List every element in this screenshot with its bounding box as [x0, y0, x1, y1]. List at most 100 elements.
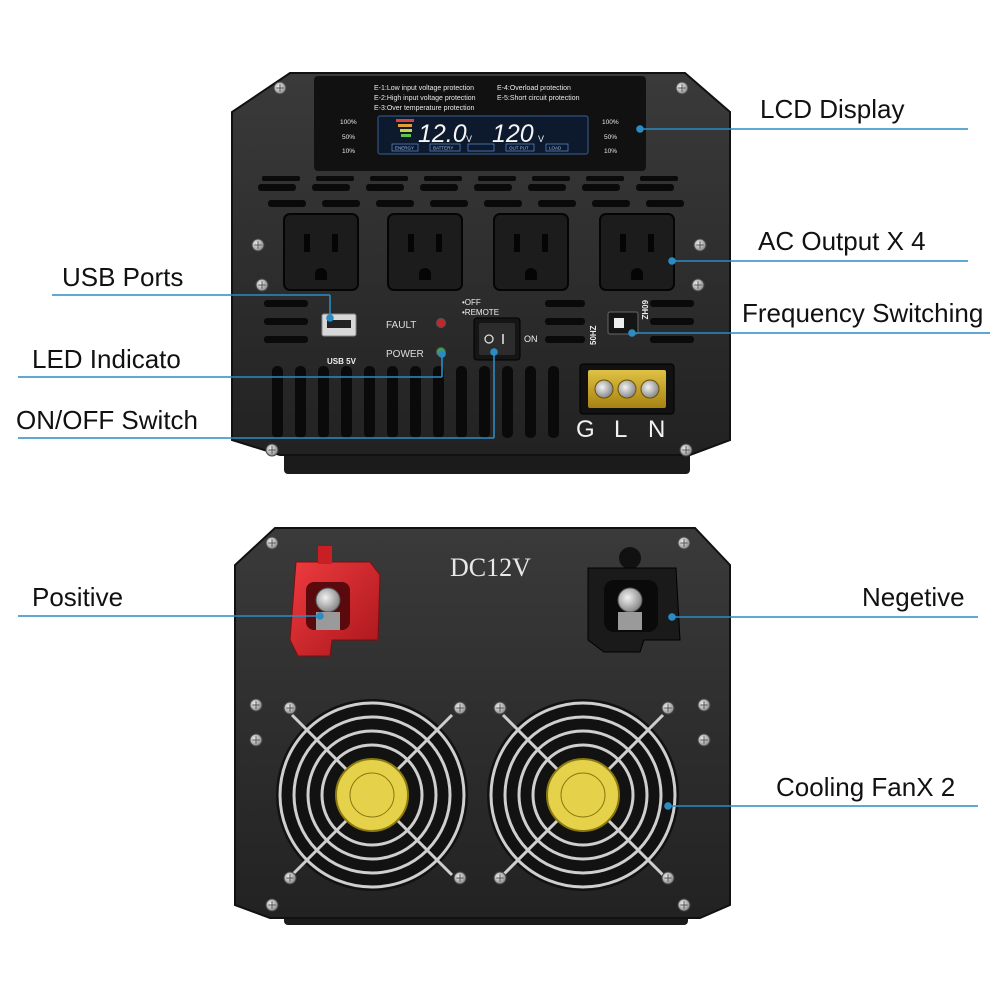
screw [697, 698, 711, 712]
vent-slot [376, 200, 414, 207]
screw [493, 701, 507, 715]
vent-slot [387, 366, 398, 438]
switch-on-label: ON [524, 334, 538, 344]
input-voltage-readout: 12.0 [418, 120, 467, 148]
vent-slot [532, 176, 570, 181]
lcd-tag-load: LOAD [549, 146, 562, 151]
on-off-switch-label: ON/OFF Switch [16, 405, 199, 435]
fan-hub-ring [349, 772, 395, 818]
outlet-slot-right [542, 234, 548, 252]
outlet-slot-right [648, 234, 654, 252]
led-indicator-label: LED Indicato [32, 344, 181, 374]
vent-slot [433, 366, 444, 438]
energy-bars-icon [396, 119, 414, 137]
vent-slot [316, 176, 354, 181]
power-label: POWER [386, 349, 424, 360]
vent-slot [264, 336, 308, 343]
cooling-fan [276, 699, 468, 891]
vent-slot [264, 300, 308, 307]
input-voltage-unit: V [466, 134, 472, 144]
screw [677, 898, 691, 912]
vent-slot [538, 200, 576, 207]
vent-slot [364, 366, 375, 438]
vent-slot [479, 366, 490, 438]
lcd-tag-energy: ENERGY [395, 146, 414, 151]
outlet-ground-hole [525, 268, 537, 280]
frequency-switching-label: Frequency Switching [742, 298, 984, 328]
screw [453, 871, 467, 885]
ac-output-callout-dot [668, 257, 676, 265]
cooling-fans [276, 699, 679, 891]
on-off-rocker-switch [473, 317, 521, 361]
screw [691, 278, 705, 292]
vent-slot [586, 176, 624, 181]
ac-output-label: AC Output X 4 [758, 226, 926, 256]
screw [693, 238, 707, 252]
fan-hub-sticker [335, 758, 409, 832]
lcd-display-label: LCD Display [760, 94, 905, 124]
vent-slot [318, 366, 329, 438]
vent-slot [650, 318, 694, 325]
frequency-callout-dot [628, 329, 636, 337]
back-panel: DC12V [234, 527, 731, 925]
vent-slot [582, 184, 620, 191]
fan-guard-ring [278, 701, 466, 889]
screw [283, 871, 297, 885]
switch-remote-label: •REMOTE [462, 308, 499, 317]
fault-led [436, 318, 446, 328]
left-vent-slots [264, 300, 308, 343]
screw [255, 278, 269, 292]
outlet-ground-hole [631, 268, 643, 280]
usb-label: USB 5V [327, 357, 357, 366]
ac-outlet [283, 213, 359, 291]
positive-label: Positive [32, 582, 124, 612]
vent-slot [528, 184, 566, 191]
dc-voltage-label: DC12V [450, 553, 531, 582]
cooling-fan [487, 699, 679, 891]
screw [661, 871, 675, 885]
vent-slot [272, 366, 283, 438]
positive-terminal [289, 546, 381, 657]
vent-slot [370, 176, 408, 181]
outlet-face [493, 213, 569, 291]
screw [251, 238, 265, 252]
fan-guard-ring [517, 729, 649, 861]
vent-slot [592, 200, 630, 207]
vent-slot [262, 176, 300, 181]
ac-outlet [599, 213, 675, 291]
outlet-slot-right [436, 234, 442, 252]
screw [661, 701, 675, 715]
screw [677, 536, 691, 550]
error-code-2: E-2:High input voltage protection [374, 95, 476, 102]
vent-slot [474, 184, 512, 191]
outlet-face [599, 213, 675, 291]
left-percent-50: 50% [342, 134, 355, 141]
vent-slot [341, 366, 352, 438]
right-vent-slots [545, 300, 694, 343]
vent-slot [545, 336, 585, 343]
vent-slot [420, 184, 458, 191]
fan-guard-ring [320, 743, 424, 847]
vent-slot [545, 318, 585, 325]
screw [283, 701, 297, 715]
vent-slot [646, 200, 684, 207]
vent-slot [410, 366, 421, 438]
screw [265, 898, 279, 912]
vent-slot [456, 366, 467, 438]
screw [265, 536, 279, 550]
outlet-face [283, 213, 359, 291]
switch-callout-dot [490, 348, 498, 356]
right-percent-100: 100% [602, 119, 619, 126]
fan-callout-dot [664, 802, 672, 810]
outlet-slot-left [304, 234, 310, 252]
right-percent-10: 10% [604, 148, 617, 155]
fan-guard-ring [503, 715, 663, 875]
vent-slot [478, 176, 516, 181]
vent-slot [484, 200, 522, 207]
led-callout-dot [438, 350, 446, 358]
outlet-face [387, 213, 463, 291]
ac-outlets [283, 213, 675, 291]
screw [675, 81, 689, 95]
